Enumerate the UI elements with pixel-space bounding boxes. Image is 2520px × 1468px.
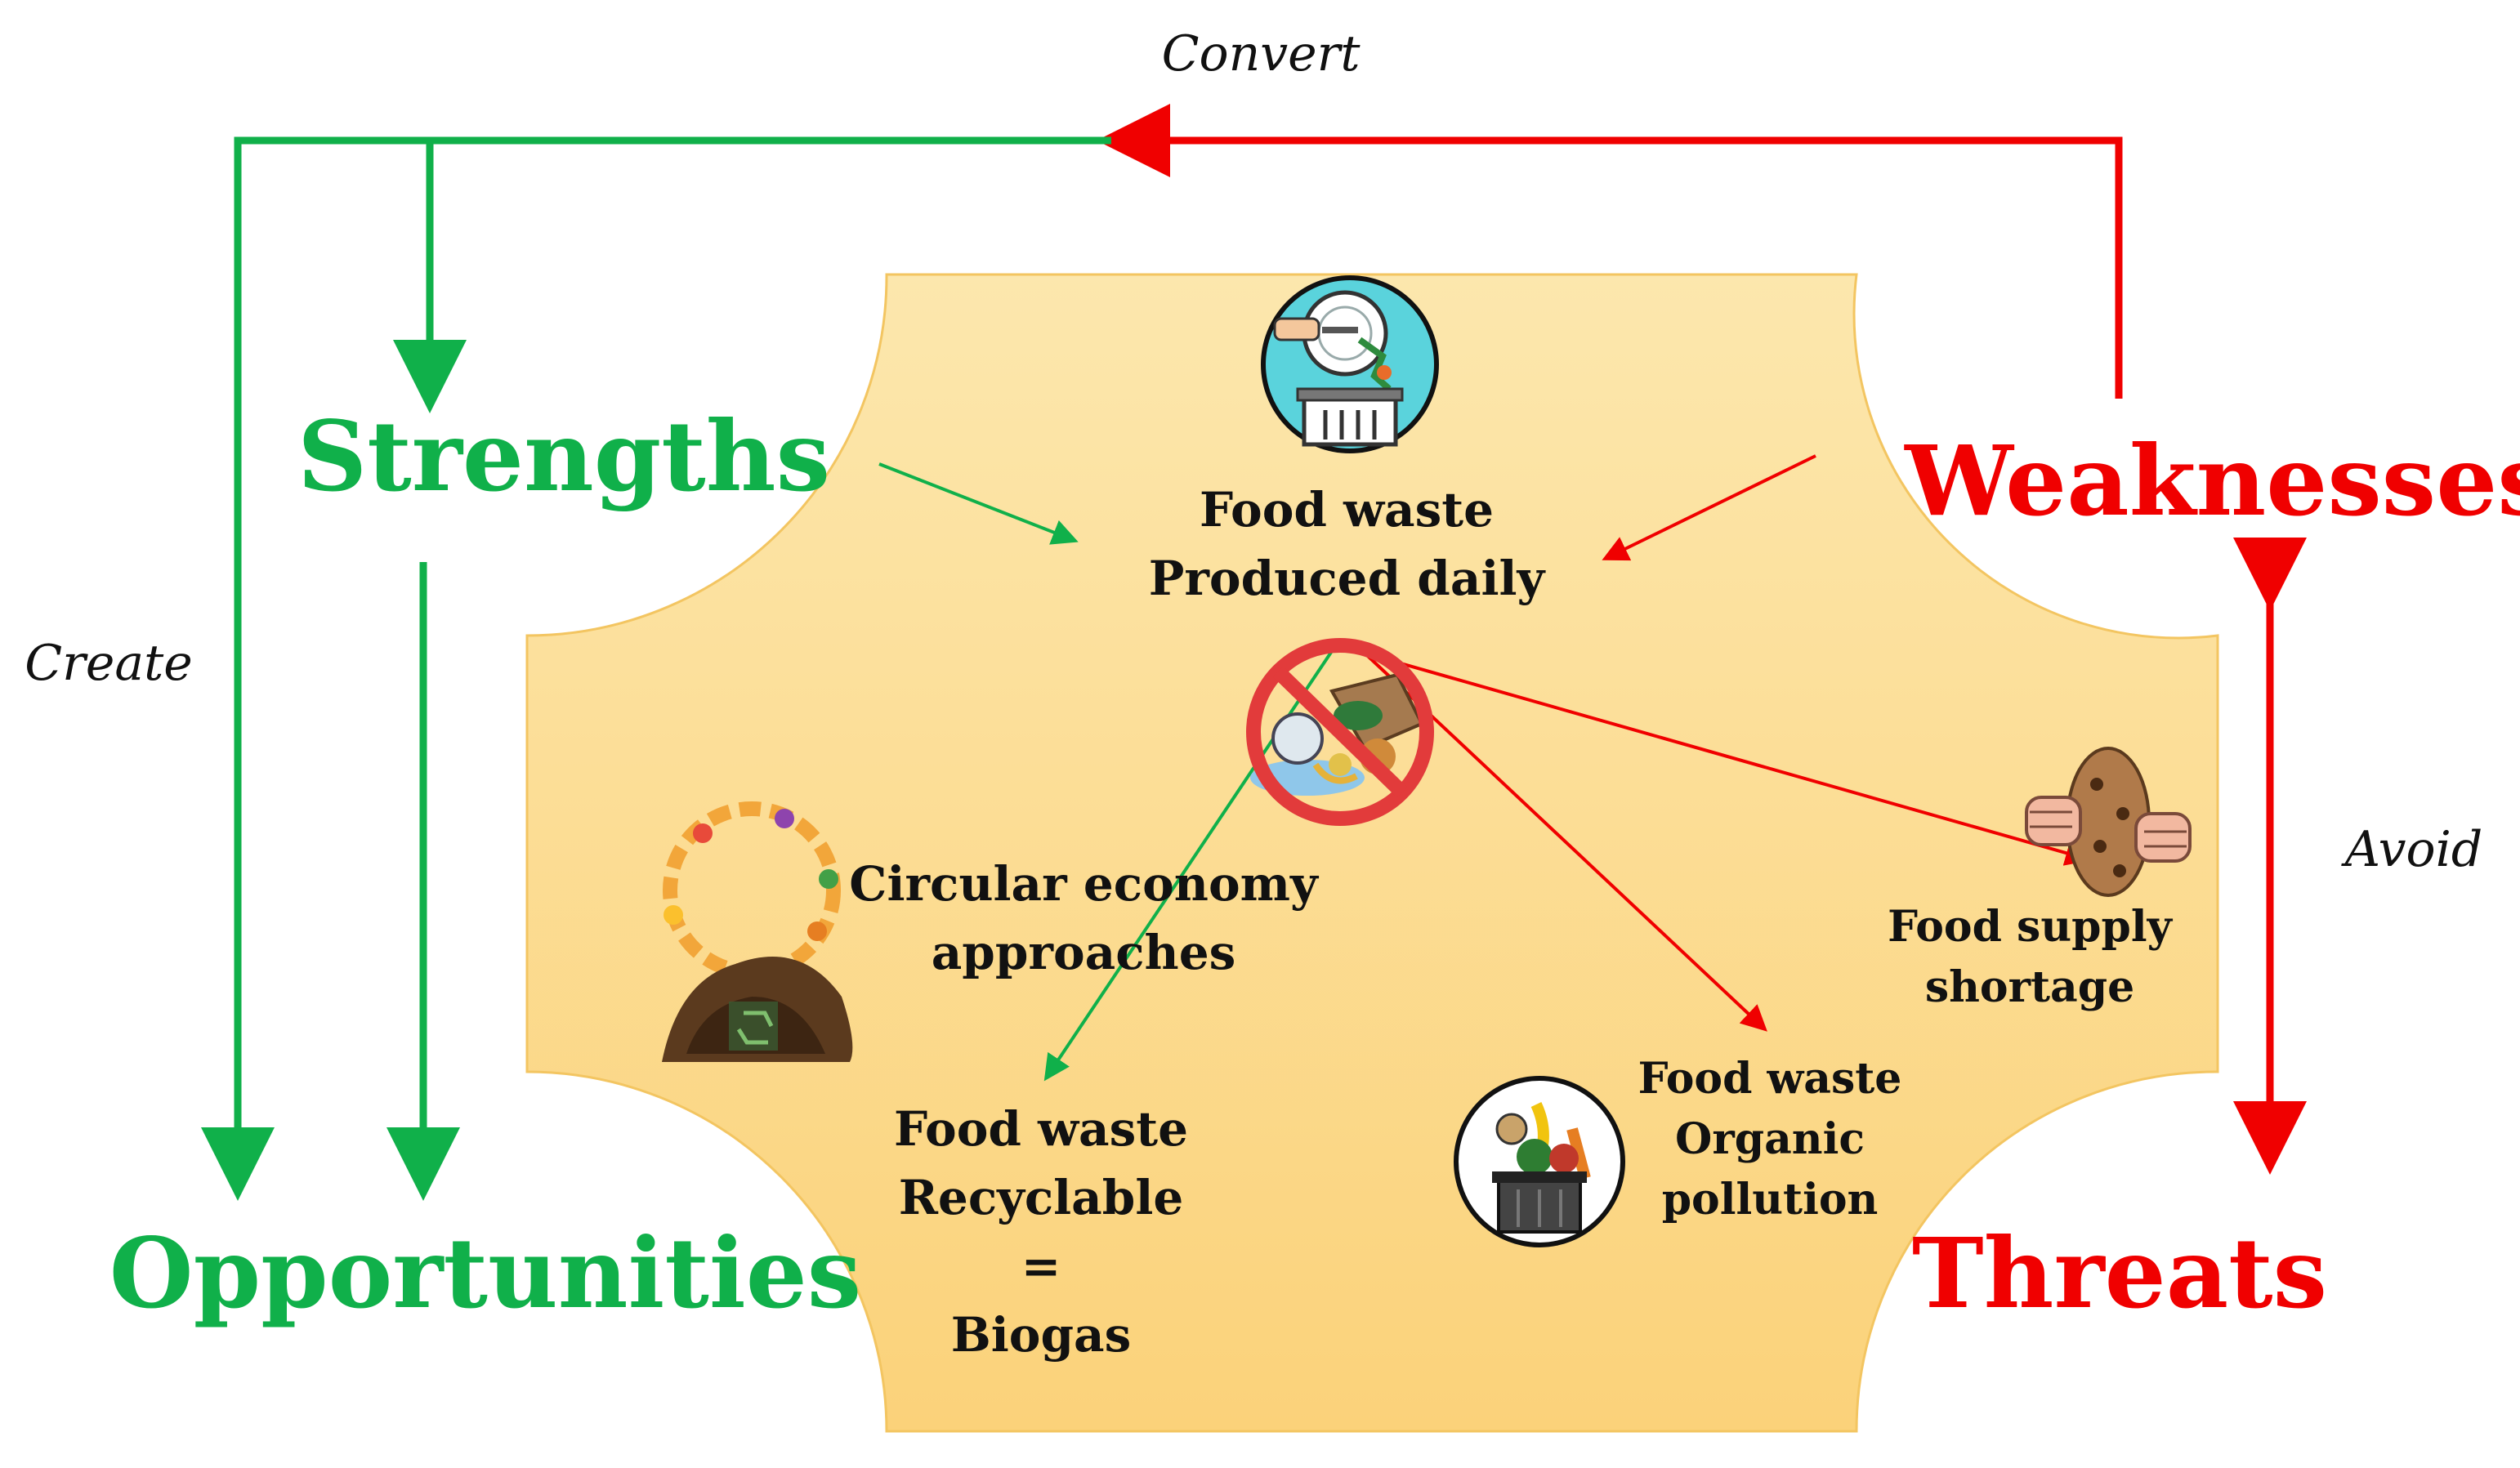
strengths-to-center-arrow xyxy=(878,462,1079,545)
circular-line-1: Circular economy xyxy=(849,856,1320,912)
center-line-2: Produced daily xyxy=(1149,551,1547,606)
center-to-shortage-arrow xyxy=(1365,652,2092,866)
recyclable-line-4: Biogas xyxy=(951,1307,1132,1363)
create-label: Create xyxy=(25,635,193,692)
organic-trash-can-icon xyxy=(1454,1076,1625,1247)
strengths-heading: Strengths xyxy=(297,399,830,513)
opportunities-heading: Opportunities xyxy=(109,1216,861,1330)
avoid-label: Avoid xyxy=(2341,821,2483,878)
shortage-line-1: Food supply xyxy=(1888,902,2173,952)
shortage-line-2: shortage xyxy=(1925,962,2134,1012)
recyclable-line-2: Recyclable xyxy=(899,1170,1184,1225)
hands-breaking-cookie-icon xyxy=(2025,747,2192,897)
recyclable-line-1: Food waste xyxy=(894,1101,1188,1157)
food-waste-bin-icon xyxy=(1261,275,1439,453)
convert-arrow xyxy=(201,104,2123,1201)
center-line-1: Food waste xyxy=(1200,482,1494,538)
no-food-waste-icon xyxy=(1246,638,1434,826)
center-panel xyxy=(525,273,2219,1433)
convert-label: Convert xyxy=(1162,25,1361,83)
weaknesses-to-center-arrow xyxy=(1602,454,1816,561)
compost-recycle-icon xyxy=(662,801,853,1062)
recyclable-line-3: = xyxy=(1021,1238,1061,1294)
pollution-line-1: Food waste xyxy=(1638,1054,1902,1104)
threats-heading: Threats xyxy=(1912,1216,2327,1330)
pollution-line-2: Organic xyxy=(1675,1114,1865,1164)
circular-line-2: approaches xyxy=(932,925,1236,980)
weaknesses-heading: Weaknesses xyxy=(1903,424,2520,538)
pollution-line-3: pollution xyxy=(1662,1175,1879,1225)
